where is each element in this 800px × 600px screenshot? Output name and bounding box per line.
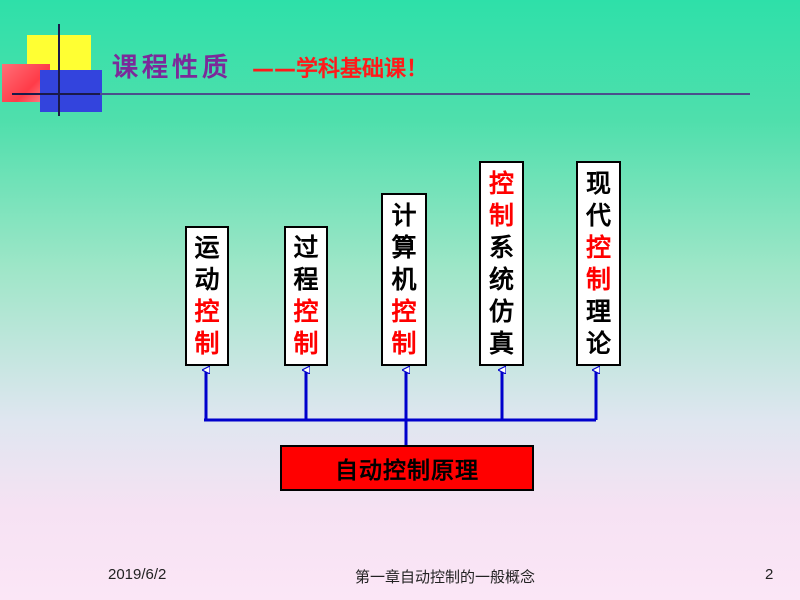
course-char: 系 bbox=[488, 232, 514, 262]
course-char: 控 bbox=[194, 297, 220, 326]
slide-title: 课程性质 ——学科基础课！ bbox=[112, 48, 428, 88]
decor-horizontal-line bbox=[12, 93, 108, 95]
course-box-control-system-simulation: 控制系统仿真 bbox=[479, 161, 524, 366]
decor-blue-square bbox=[40, 70, 102, 112]
course-char: 制 bbox=[488, 200, 514, 230]
course-box-motion-control: 运动控制 bbox=[185, 226, 229, 366]
course-char: 计 bbox=[391, 200, 417, 230]
title-underline bbox=[100, 93, 750, 95]
slide-title-main: 课程性质 bbox=[112, 53, 233, 83]
course-char: 现 bbox=[585, 168, 611, 198]
decor-vertical-line bbox=[58, 24, 60, 116]
course-char: 仿 bbox=[488, 296, 514, 326]
course-char: 程 bbox=[293, 265, 319, 294]
course-char: 制 bbox=[194, 329, 220, 358]
course-char: 代 bbox=[585, 200, 611, 230]
foundation-label: 自动控制原理 bbox=[335, 458, 479, 484]
course-char: 制 bbox=[293, 329, 319, 358]
course-char: 理 bbox=[585, 296, 611, 326]
course-box-computer-control: 计算机控制 bbox=[381, 193, 427, 366]
footer-chapter-title: 第一章自动控制的一般概念 bbox=[355, 569, 536, 586]
course-char: 动 bbox=[194, 265, 220, 294]
course-char: 制 bbox=[585, 264, 611, 294]
course-char: 过 bbox=[293, 233, 319, 262]
course-char: 控 bbox=[585, 232, 611, 262]
course-char: 控 bbox=[391, 296, 417, 326]
course-char: 控 bbox=[293, 297, 319, 326]
course-char: 控 bbox=[488, 168, 514, 198]
course-box-process-control: 过程控制 bbox=[284, 226, 328, 366]
course-box-modern-control-theory: 现代控制理论 bbox=[576, 161, 621, 366]
footer-page-number: 2 bbox=[765, 566, 774, 583]
course-char: 运 bbox=[194, 233, 220, 262]
slide-title-subtitle: ——学科基础课！ bbox=[252, 57, 429, 82]
course-char: 算 bbox=[391, 232, 417, 262]
course-char: 真 bbox=[488, 328, 514, 358]
course-char: 论 bbox=[585, 328, 611, 358]
course-char: 机 bbox=[391, 264, 417, 294]
foundation-box: 自动控制原理 bbox=[280, 445, 534, 491]
course-char: 制 bbox=[391, 328, 417, 358]
footer-date: 2019/6/2 bbox=[108, 566, 167, 583]
course-char: 统 bbox=[488, 264, 514, 294]
